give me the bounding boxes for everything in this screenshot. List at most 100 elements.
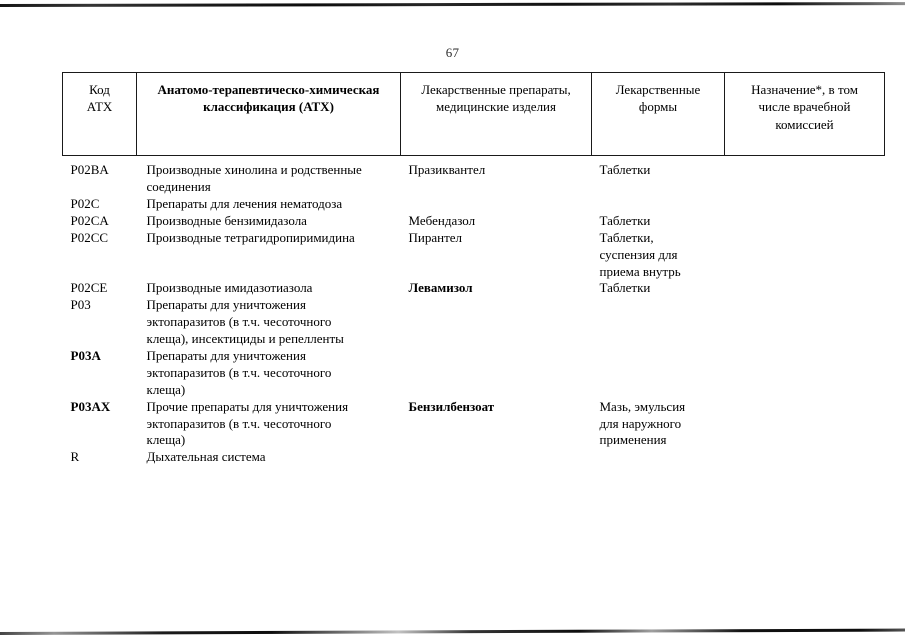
table-cell-classification-line-2: соединения [146,179,211,195]
table-cell-code: P02CA [63,213,137,230]
table-cell-classification-line-1: Препараты для уничтожения [146,297,306,313]
table-cell-classification-line-1: Препараты для уничтожения [146,348,306,364]
table-cell-classification: Производные бензимидазола [137,213,401,230]
table-cell-drug-line-1: Празиквантел [408,162,486,178]
table-cell-form-line-3: приема внутрь [599,263,681,279]
table-cell-classification-line-1: Дыхательная система [146,449,266,465]
table-cell-note [725,280,885,297]
table-cell-classification-line-2: эктопаразитов (в т.ч. чесоточного [146,364,332,380]
table-header-cell-4-line-2: формы [638,99,678,115]
table-cell-code-text: P02CC [70,229,109,245]
table-cell-form: Таблетки [592,280,725,297]
table-cell-code: P03 [63,297,137,348]
table-cell-code-text: P02CA [70,212,109,228]
table-cell-code-text: P03AX [70,398,111,414]
table-cell-classification-line-1: Производные имидазотиазола [146,280,313,296]
table-header-cell-1-line-1: Код [89,82,110,97]
table-cell-form-line-1: Таблетки, [599,229,654,245]
table-cell-note [725,230,885,281]
table-cell-note [725,297,885,348]
table-cell-classification-line-1: Производные бензимидазола [146,212,307,228]
table-cell-code: P03A [63,348,137,399]
scan-edge-top [0,2,905,7]
table-cell-code: P02CC [63,230,137,281]
table-cell-form-line-2: суспензия для [599,246,678,262]
table-cell-code: P02BA [63,162,137,196]
table-cell-note [725,399,885,450]
table-cell-drug: Празиквантел [401,162,592,196]
table-header-cell-4-line-1: Лекарственные [615,82,701,97]
table-cell-classification: Производные тетрагидропиримидина [137,230,401,281]
table-cell-classification-line-3: клеща) [146,381,186,397]
table-cell-note [725,348,885,399]
table-cell-note [725,196,885,213]
table-row: P02CA Производные бензимидазола Мебендазол… [63,213,885,230]
table-cell-form [592,196,725,213]
table-cell-classification-line-1: Производные тетрагидропиримидина [146,229,355,245]
table-cell-drug-line-1: Левамизол [408,280,473,296]
table-cell-form [592,348,725,399]
table-header-cell-4: Лекарственные формы [591,71,725,157]
table-header-cell-5-line-3: комиссией [775,116,834,132]
table-cell-code: R [63,449,137,466]
table-cell-code-text: P03A [70,348,101,364]
table-cell-form: Таблетки [592,213,725,230]
table-cell-drug [401,297,592,348]
table-cell-code-text: P03 [70,297,91,313]
table-cell-code-text: P02C [70,196,100,211]
table-cell-note [725,449,885,466]
table-cell-form-line-1: Таблетки [599,162,651,178]
table-header-cell-5-line-1: Назначение*, в том [751,82,858,97]
table-cell-drug [401,449,592,466]
table-cell-drug [401,348,592,399]
table-header-cell-5-line-2: числе врачебной [758,99,851,115]
table-row: R Дыхательная система [63,449,885,466]
table-cell-drug-line-1: Мебендазол [408,212,476,228]
table-cell-form [592,449,725,466]
table-cell-drug [401,196,592,213]
table-cell-note [725,162,885,196]
table-header-cell-2: Анатомо-терапевтическо-химическая классиф… [136,71,401,157]
table-header-cell-1-line-2: АТХ [86,99,113,115]
table-cell-form-line-1: Таблетки [599,280,651,296]
table-cell-drug: Мебендазол [401,213,592,230]
table-cell-form [592,297,725,348]
scan-edge-bottom [0,628,905,635]
table-cell-drug: Пирантел [401,230,592,281]
page-number: 67 [445,45,460,60]
table-cell-classification: Производные имидазотиазола [137,280,401,297]
table-cell-classification-line-2: эктопаразитов (в т.ч. чесоточного [146,415,332,431]
table-header-cell-3-line-1: Лекарственные препараты, [421,82,571,97]
table-cell-classification-line-3: клеща), инсектициды и репелленты [146,331,344,347]
table-row: P02CC Производные тетрагидропиримидина Пир… [63,230,885,281]
table-cell-drug: Левамизол [401,280,592,297]
table-cell-classification-line-3: клеща) [146,432,186,448]
table-cell-code: P02C [63,196,137,213]
table-header-cell-2-line-2: классификация (АТХ) [203,99,334,115]
table-header-cell-2-line-1: Анатомо-терапевтическо-химическая [157,82,380,97]
table-cell-code-text: P02BA [70,162,109,178]
table-cell-drug: Бензилбензоат [401,399,592,450]
table-header-cell-3-line-2: медицинские изделия [436,99,556,115]
table-cell-form: Таблетки [592,162,725,196]
table-cell-form-line-1: Таблетки [599,212,651,228]
table-cell-form-line-3: применения [599,432,667,448]
table-cell-drug-line-1: Бензилбензоат [408,398,495,414]
table-cell-form-line-2: для наружного [599,415,682,431]
table-cell-code-text: P02CE [70,280,108,296]
table-cell-classification-line-1: Производные хинолина и родственные [146,162,362,178]
table-cell-note [725,213,885,230]
